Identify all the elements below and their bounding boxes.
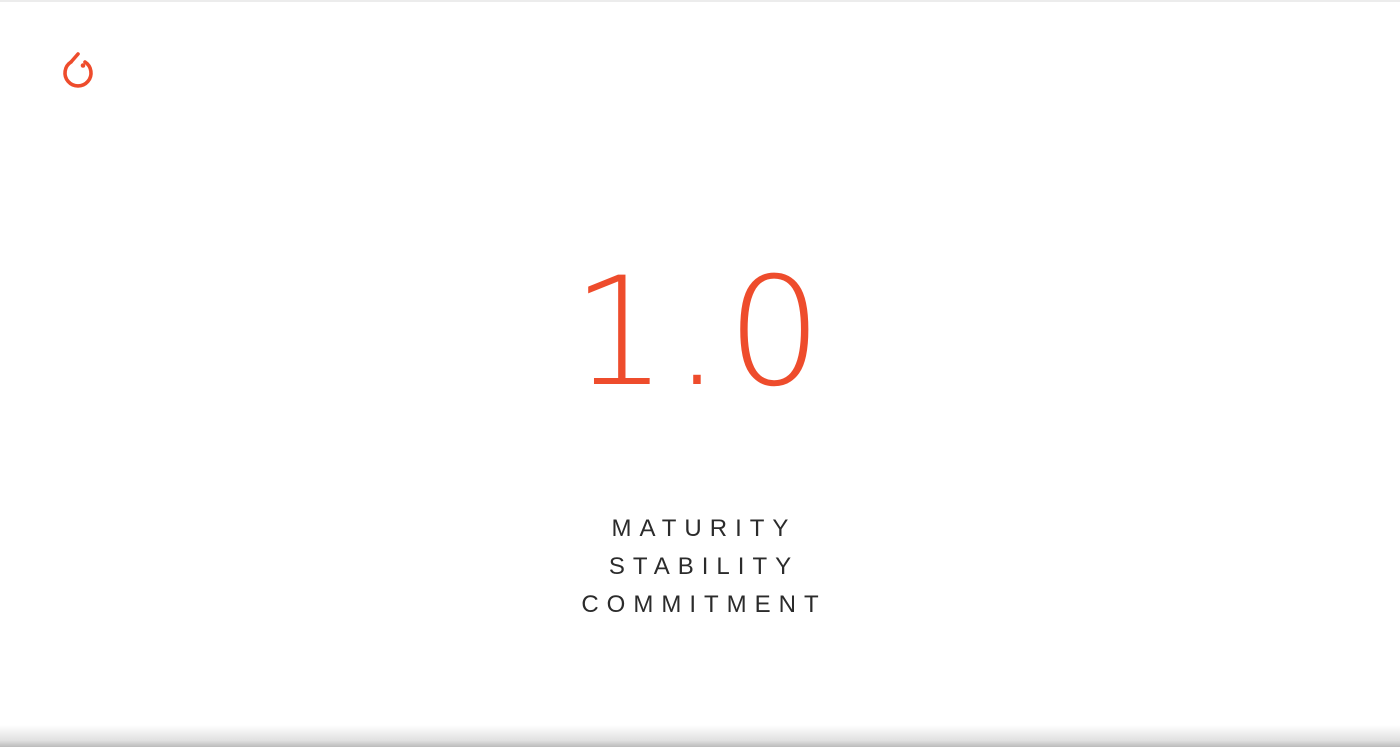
- tagline-commitment: COMMITMENT: [581, 591, 827, 618]
- slide-top-edge: [0, 0, 1400, 2]
- tagline-list: MATURITY STABILITY COMMITMENT: [0, 510, 1400, 624]
- pytorch-flame-icon: [63, 52, 93, 88]
- version-number: 1.0: [571, 246, 829, 420]
- tagline-stability: STABILITY: [608, 553, 800, 580]
- slide-bottom-shadow: [0, 725, 1400, 747]
- tagline-maturity: MATURITY: [611, 515, 797, 542]
